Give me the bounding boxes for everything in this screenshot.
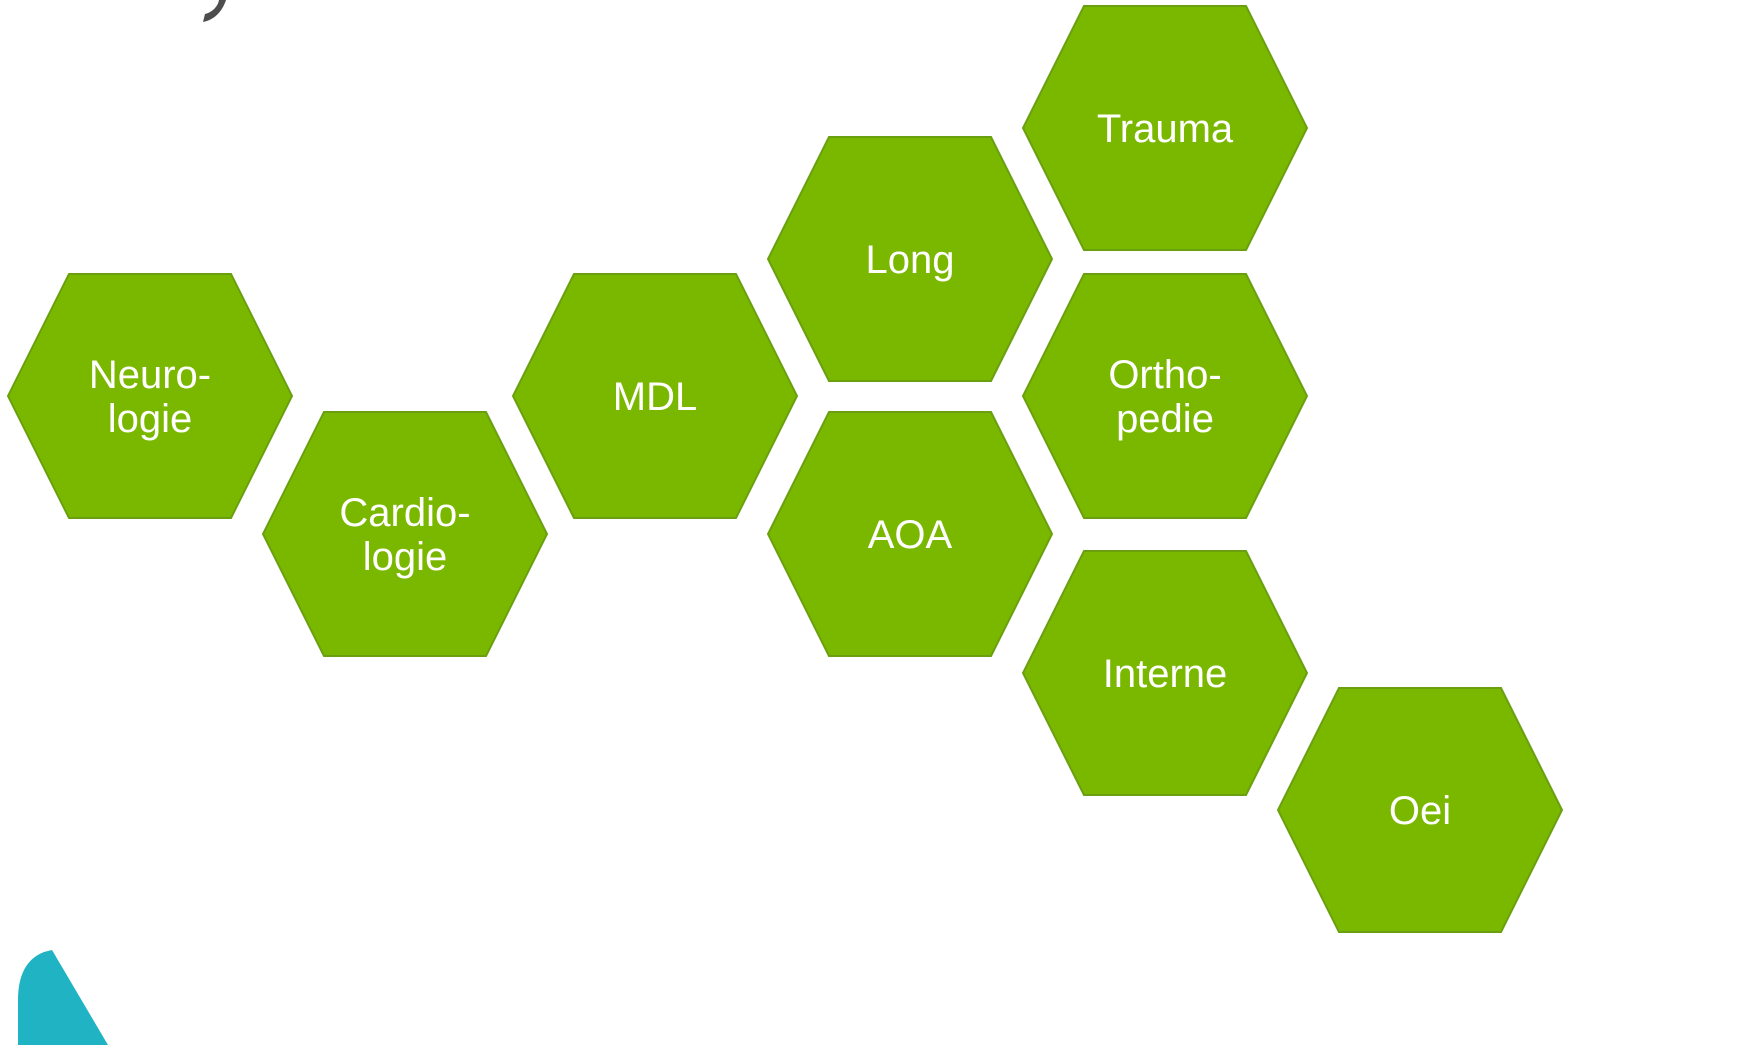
hexagon-label: Trauma (1097, 107, 1234, 151)
hexagon-aoa: AOA (766, 411, 1054, 657)
hexagon-label: AOA (868, 513, 953, 557)
hexagon-neurologie: Neuro-logie (6, 273, 294, 519)
hexagon-oei: Oei (1276, 687, 1564, 933)
hexagon-trauma: Trauma (1021, 5, 1309, 251)
hexagon-shape (1021, 550, 1309, 796)
hexagon-label: Neuro- (89, 353, 211, 397)
hexagon-label: Ortho- (1108, 353, 1221, 397)
hexagon-shape (766, 411, 1054, 657)
hexagon-label: pedie (1116, 397, 1214, 441)
hexagon-shape (6, 273, 294, 519)
hexagon-shape (511, 273, 799, 519)
hexagon-label: Cardio- (339, 491, 470, 535)
hexagon-long: Long (766, 136, 1054, 382)
logo-fragment (18, 950, 108, 1045)
hexagon-label: Oei (1389, 789, 1451, 833)
hexagon-mdl: MDL (511, 273, 799, 519)
hexagon-label: Interne (1103, 652, 1228, 696)
hexagon-label: logie (363, 535, 448, 579)
heading-fragment (203, 0, 226, 22)
hexagon-shape (1021, 273, 1309, 519)
hexagon-shape (766, 136, 1054, 382)
hexagon-interne: Interne (1021, 550, 1309, 796)
hexagon-layer: Neuro-logieCardio-logieMDLLongAOATraumaO… (6, 5, 1564, 933)
hexagon-label: Long (866, 238, 955, 282)
hexagon-label: logie (108, 397, 193, 441)
hexagon-shape (1276, 687, 1564, 933)
hexagon-shape (1021, 5, 1309, 251)
hexagon-label: MDL (613, 375, 697, 419)
hexagon-cardiologie: Cardio-logie (261, 411, 549, 657)
hexagon-shape (261, 411, 549, 657)
hexagon-orthopedie: Ortho-pedie (1021, 273, 1309, 519)
